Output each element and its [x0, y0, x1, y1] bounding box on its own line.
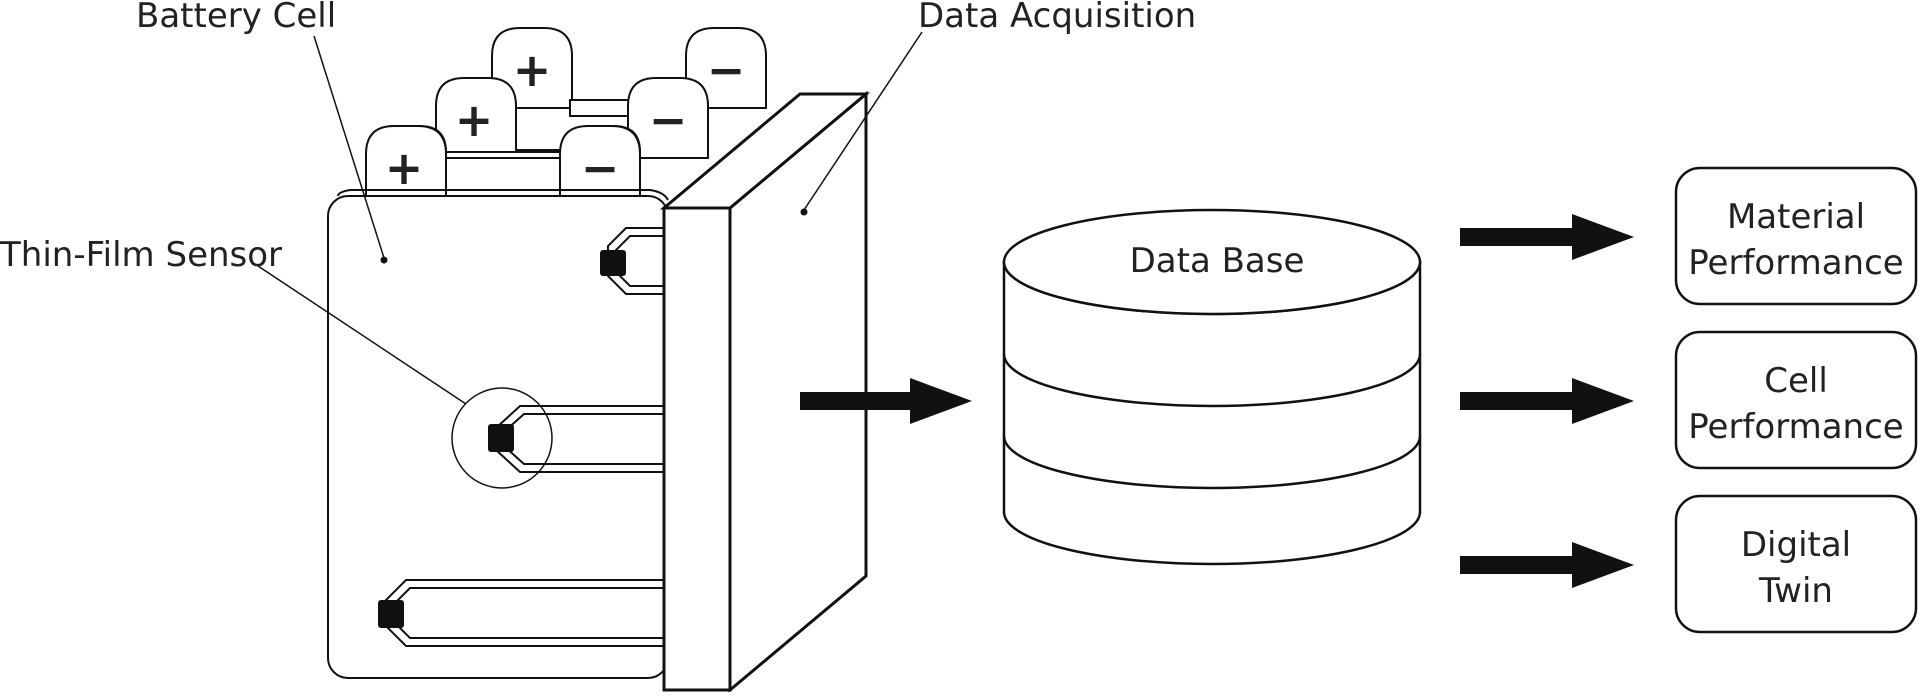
- arrow-to-material-performance: [1460, 214, 1634, 260]
- output-line2: Performance: [1688, 243, 1903, 283]
- database-cylinder: Data Base: [1002, 208, 1422, 566]
- sensor-chip: [378, 600, 404, 628]
- terminal-negative-label: −: [707, 43, 746, 97]
- terminal-positive-label: +: [385, 141, 424, 195]
- sensor-chip: [488, 424, 514, 452]
- data-acquisition-board: [659, 90, 871, 694]
- arrow-to-database: [800, 378, 972, 424]
- output-line1: Material: [1727, 197, 1865, 237]
- arrow-to-cell-performance: [1460, 378, 1634, 424]
- output-box-digital-twin: Digital Twin: [1674, 494, 1918, 634]
- thin-film-sensor-bottom: [378, 579, 668, 647]
- thin-film-sensor-label: Thin-Film Sensor: [0, 235, 282, 275]
- data-acquisition-label: Data Acquisition: [918, 0, 1196, 36]
- terminal-positive-label: +: [455, 93, 494, 147]
- output-line2: Performance: [1688, 407, 1903, 447]
- sensor-chip: [600, 250, 626, 276]
- thin-film-sensor-top: [600, 227, 668, 295]
- battery-cell-label: Battery Cell: [136, 0, 336, 36]
- output-line2: Twin: [1758, 571, 1833, 611]
- terminal-positive-label: +: [513, 43, 552, 97]
- terminal-negative-back: −: [685, 27, 767, 109]
- output-box-cell-performance: Cell Performance: [1674, 330, 1918, 470]
- terminal-negative-front: −: [559, 125, 641, 201]
- arrow-to-digital-twin: [1460, 542, 1634, 588]
- terminal-positive-middle: +: [435, 77, 517, 159]
- terminal-positive-front: +: [365, 125, 447, 201]
- thin-film-sensor-middle: [451, 387, 668, 489]
- terminal-negative-label: −: [649, 93, 688, 147]
- terminal-negative-middle: −: [627, 77, 709, 159]
- output-box-material-performance: Material Performance: [1674, 166, 1918, 306]
- terminal-negative-label: −: [581, 141, 620, 195]
- sensor-highlight-circle: [451, 387, 553, 489]
- output-line1: Digital: [1741, 525, 1851, 565]
- output-line1: Cell: [1764, 361, 1828, 401]
- database-label: Data Base: [1130, 241, 1305, 281]
- leader-lines: [257, 31, 923, 405]
